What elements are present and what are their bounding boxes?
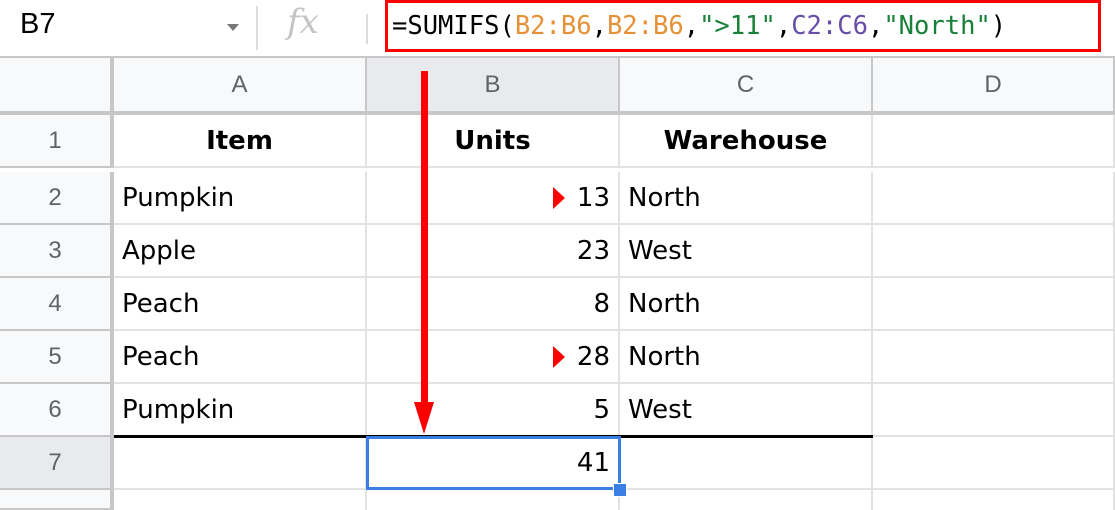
cell-d6[interactable] — [873, 384, 1115, 437]
cell-value: 5 — [593, 394, 610, 425]
row-header-4[interactable]: 4 — [0, 278, 114, 331]
cell-row8[interactable] — [114, 490, 367, 510]
cell-d2[interactable] — [873, 172, 1115, 225]
column-header-d[interactable]: D — [873, 58, 1115, 115]
column-header-c[interactable]: C — [620, 58, 873, 115]
formula-bar: B7 fx =SUMIFS(B2:B6,B2:B6,">11",C2:C6,"N… — [0, 0, 1115, 58]
divider — [366, 14, 368, 44]
cell-d4[interactable] — [873, 278, 1115, 331]
fx-icon: fx — [287, 2, 319, 42]
formula-token: "North" — [883, 11, 991, 41]
cell-b5[interactable]: 28 — [367, 331, 620, 384]
fill-handle[interactable] — [613, 483, 627, 497]
cell-a5[interactable]: Peach — [114, 331, 367, 384]
formula-token: C2:C6 — [791, 11, 868, 41]
cell-b1[interactable]: Units — [367, 115, 620, 168]
name-box[interactable]: B7 — [20, 8, 56, 40]
cell-c2[interactable]: North — [620, 172, 873, 225]
select-all-corner[interactable] — [0, 58, 114, 115]
cell-c4[interactable]: North — [620, 278, 873, 331]
row-header-3[interactable]: 3 — [0, 225, 114, 278]
cell-c6[interactable]: West — [620, 384, 873, 437]
criteria-match-marker-icon — [552, 186, 565, 209]
row-header-8[interactable] — [0, 490, 114, 510]
column-header-b[interactable]: B — [367, 58, 620, 115]
formula-token: B2:B6 — [606, 11, 684, 41]
formula-token: , — [867, 11, 884, 41]
name-box-dropdown-icon[interactable] — [227, 24, 239, 31]
selected-cell-outline — [366, 436, 621, 490]
formula-token: , — [775, 11, 792, 41]
cell-a7[interactable] — [114, 437, 367, 490]
cell-row8[interactable] — [367, 490, 620, 510]
row-header-6[interactable]: 6 — [0, 384, 114, 437]
cell-c3[interactable]: West — [620, 225, 873, 278]
cell-d7[interactable] — [873, 437, 1115, 490]
cell-row8[interactable] — [873, 490, 1115, 510]
cell-a6[interactable]: Pumpkin — [114, 384, 367, 437]
row-header-7[interactable]: 7 — [0, 437, 114, 490]
cell-a2[interactable]: Pumpkin — [114, 172, 367, 225]
cell-b2[interactable]: 13 — [367, 172, 620, 225]
formula-token: , — [683, 11, 700, 41]
cell-value: 28 — [576, 341, 610, 372]
cell-b6[interactable]: 5 — [367, 384, 620, 437]
formula-token: ">11" — [699, 11, 776, 41]
divider — [256, 6, 258, 50]
cell-d3[interactable] — [873, 225, 1115, 278]
cell-c1[interactable]: Warehouse — [620, 115, 873, 168]
cell-value: 8 — [593, 288, 610, 319]
formula-token: ) — [990, 11, 1007, 41]
cell-b3[interactable]: 23 — [367, 225, 620, 278]
row-header-1[interactable]: 1 — [0, 115, 114, 168]
cell-a1[interactable]: Item — [114, 115, 367, 168]
annotation-arrow-head-icon — [414, 402, 434, 434]
cell-a3[interactable]: Apple — [114, 225, 367, 278]
formula-input[interactable]: =SUMIFS(B2:B6,B2:B6,">11",C2:C6,"North") — [385, 0, 1101, 52]
cell-c5[interactable]: North — [620, 331, 873, 384]
row-header-5[interactable]: 5 — [0, 331, 114, 384]
cell-value: 23 — [576, 235, 610, 266]
cell-a4[interactable]: Peach — [114, 278, 367, 331]
cell-row8[interactable] — [620, 490, 873, 510]
cell-c7[interactable] — [620, 437, 873, 490]
formula-token: , — [591, 11, 607, 41]
formula-token: B2:B6 — [514, 11, 592, 41]
cell-d5[interactable] — [873, 331, 1115, 384]
cell-value: 13 — [576, 182, 610, 213]
formula-token: =SUMIFS( — [392, 11, 515, 41]
criteria-match-marker-icon — [552, 345, 565, 368]
column-header-a[interactable]: A — [114, 58, 367, 115]
annotation-arrow-shaft — [421, 71, 428, 406]
cell-d1[interactable] — [873, 115, 1115, 168]
cell-b4[interactable]: 8 — [367, 278, 620, 331]
row-header-2[interactable]: 2 — [0, 172, 114, 225]
